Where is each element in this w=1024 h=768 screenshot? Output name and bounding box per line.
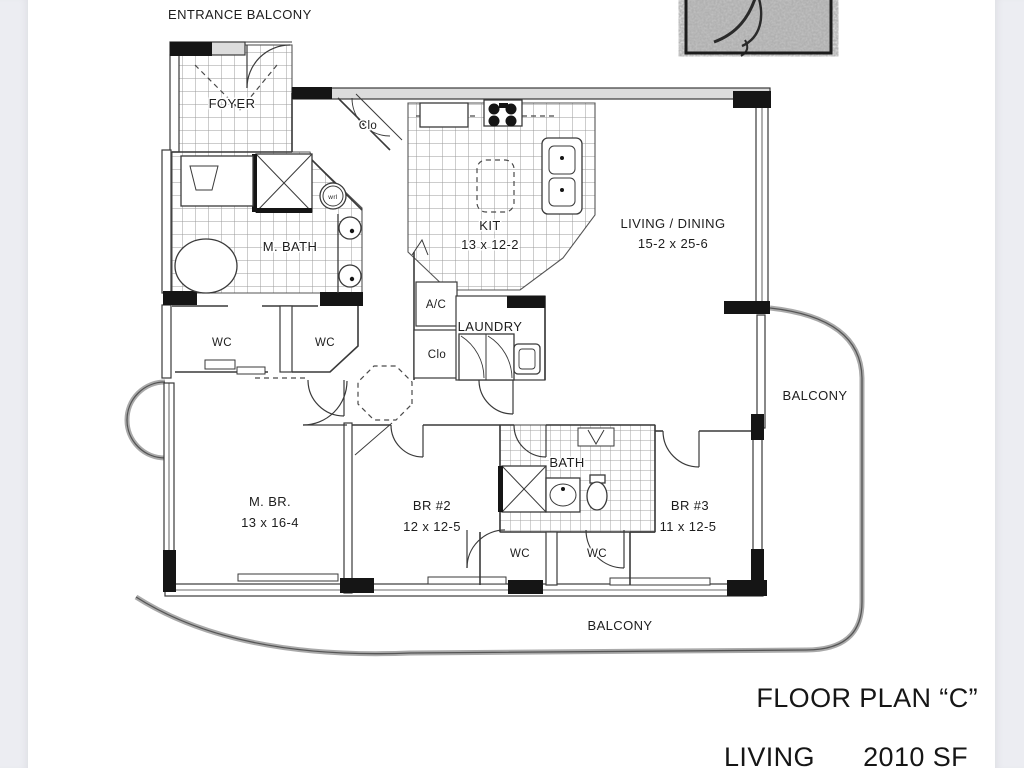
room-label-bedroom2: BR #2: [413, 498, 451, 513]
fixtures-layer: [174, 99, 615, 513]
master-vanity-left: [180, 155, 254, 207]
door-swings: [246, 44, 700, 569]
left-turret-rail: [124, 379, 166, 461]
room-label-bath2: BATH: [549, 455, 584, 470]
master-sink-1: [338, 216, 362, 240]
solid-wall-segments: [163, 42, 771, 596]
kitchen-counter: [419, 102, 469, 128]
balcony-right-label: BALCONY: [783, 388, 848, 403]
balcony-bottom-label: BALCONY: [588, 618, 653, 633]
room-label-master-bedroom: M. BR.: [249, 494, 291, 509]
room-label-living-dining: LIVING / DINING: [621, 216, 726, 231]
page-right-margin: [995, 0, 1024, 768]
kitchen-island: [476, 159, 515, 213]
room-label-wc-master-left: WC: [212, 337, 232, 349]
room-label-closet-top: Clo: [359, 120, 377, 132]
bath2-toilet: [586, 481, 608, 511]
room-label-closet-hall: Clo: [428, 349, 446, 361]
master-sink-2: [338, 264, 362, 288]
area-label: LIVING: [724, 742, 815, 768]
page-left-margin: [0, 0, 28, 768]
plan-title: FLOOR PLAN “C”: [756, 683, 978, 713]
room-label-foyer: FOYER: [209, 96, 256, 111]
room-label-master-bath: M. BATH: [263, 239, 318, 254]
room-label-bedroom3: BR #3: [671, 498, 709, 513]
logo-monogram-stroke: [713, 0, 757, 44]
entrance-balcony-label: ENTRANCE BALCONY: [168, 7, 312, 22]
room-dims-kitchen: 13 x 12-2: [461, 237, 519, 252]
room-label-wc-hall-left: WC: [510, 548, 530, 560]
room-label-wc-hall-right: WC: [587, 548, 607, 560]
builder-logo: [684, 0, 833, 57]
area-value: 2010 SF: [863, 742, 968, 768]
labels-layer: ENTRANCE BALCONY FOYER Clo KIT 13 x 12-2…: [168, 7, 849, 635]
hall-ceiling-octagon: [357, 365, 413, 421]
room-dims-bedroom3: 11 x 12-5: [660, 519, 717, 534]
room-label-wc-master-right: WC: [315, 337, 335, 349]
water-heater-label: wrl: [327, 194, 338, 201]
room-dims-living-dining: 15-2 x 25-6: [638, 236, 708, 251]
room-dims-master-bedroom: 13 x 16-4: [241, 515, 299, 530]
room-label-laundry: LAUNDRY: [458, 319, 523, 334]
room-dims-bedroom2: 12 x 12-5: [403, 519, 461, 534]
balcony-rails: [124, 305, 865, 657]
master-tub: [174, 238, 238, 294]
room-label-ac: A/C: [426, 299, 446, 311]
room-label-kitchen: KIT: [479, 218, 500, 233]
title-block: FLOOR PLAN “C” LIVING 2010 SF: [724, 683, 978, 768]
